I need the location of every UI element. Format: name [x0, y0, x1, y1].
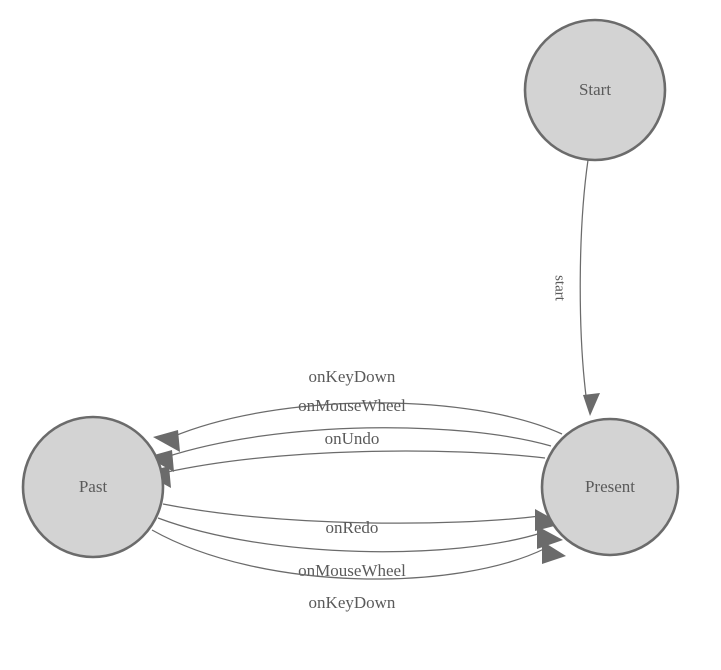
edge-path — [165, 427, 552, 458]
edge-path — [157, 517, 542, 553]
node-start[interactable]: Start — [523, 18, 667, 162]
edge-path — [171, 402, 563, 438]
arrowhead-icon — [583, 393, 600, 416]
arrowhead-icon — [153, 430, 180, 452]
arrowhead-icon — [542, 541, 566, 564]
edge-path — [151, 529, 547, 580]
node-present-circle[interactable] — [540, 417, 680, 557]
edge-path — [162, 503, 541, 524]
edge-path — [579, 159, 589, 397]
node-past-circle[interactable] — [21, 415, 165, 559]
node-present[interactable]: Present — [540, 417, 680, 557]
node-start-circle[interactable] — [523, 18, 667, 162]
node-past[interactable]: Past — [21, 415, 165, 559]
edge-path — [162, 450, 546, 474]
